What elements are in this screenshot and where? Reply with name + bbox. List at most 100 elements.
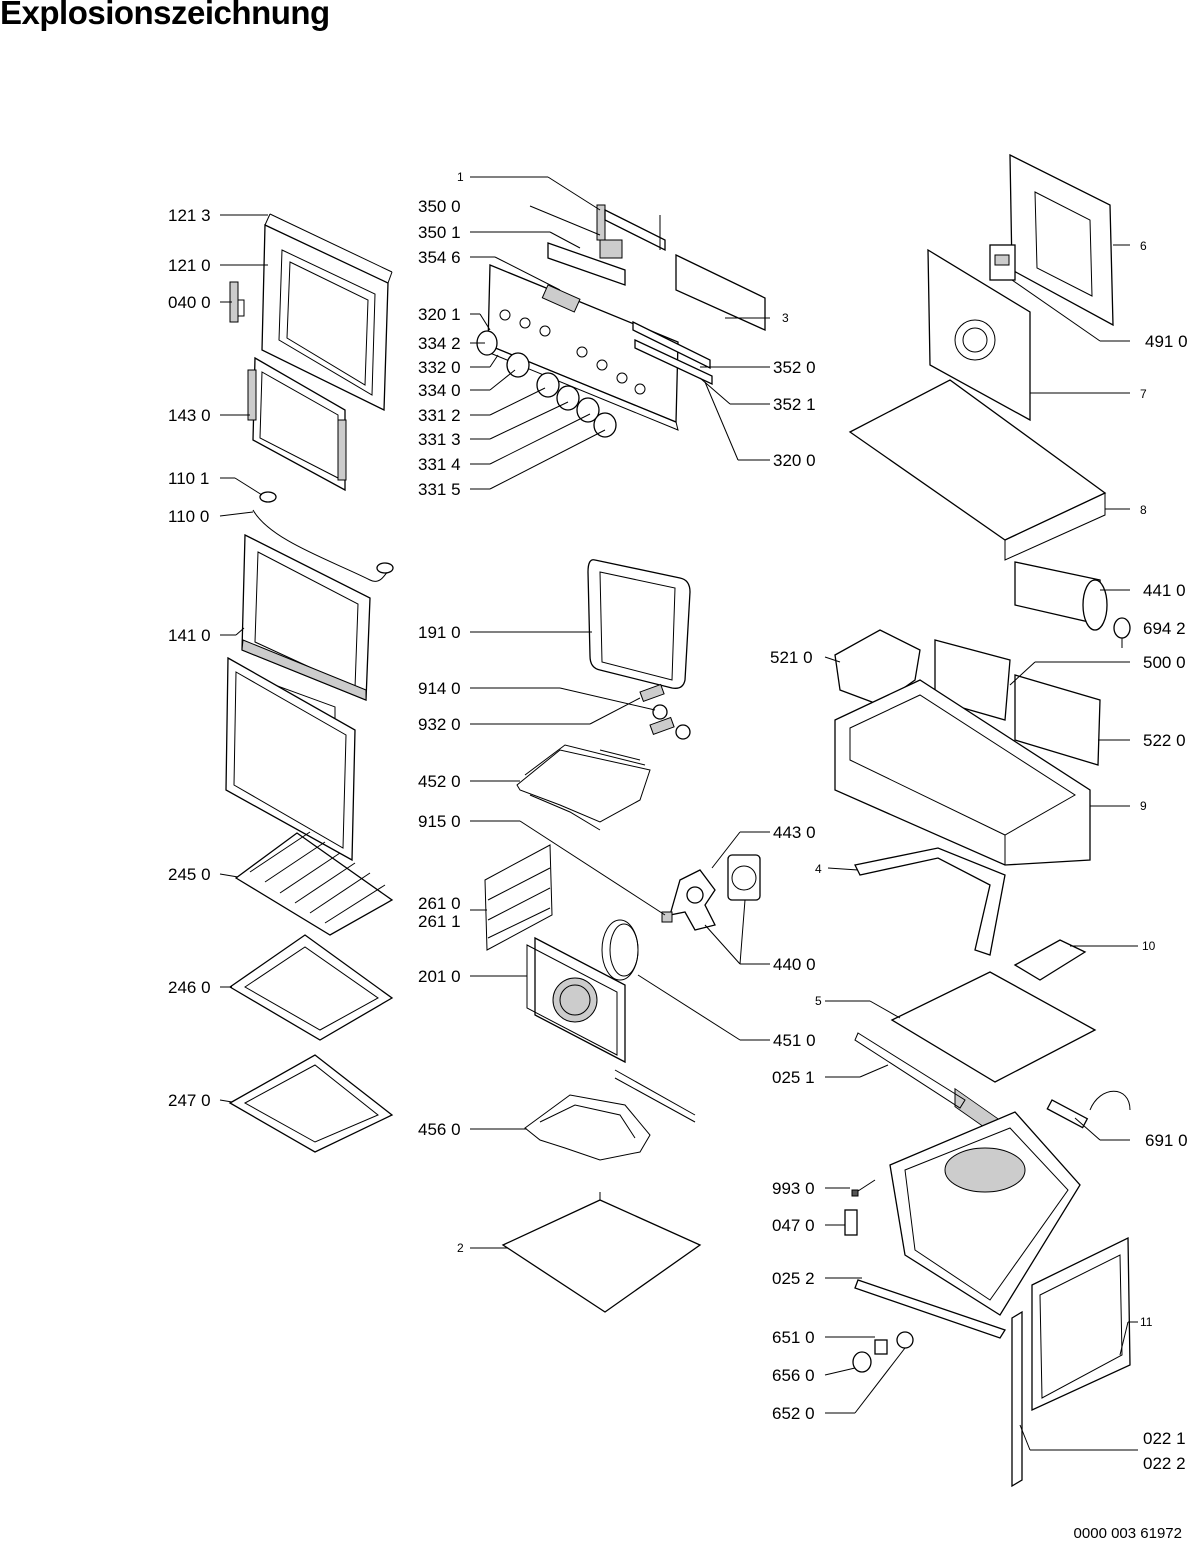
- label-040-0: 040 0: [168, 293, 211, 312]
- ring-element-451: [601, 919, 639, 981]
- label-441-0: 441 0: [1143, 581, 1186, 600]
- label-191-0: 191 0: [418, 623, 461, 642]
- side-panel-11: [1031, 1236, 1131, 1412]
- labels-right: 6 491 0 7 8 441 0 694 2 521 0 500 0 522 …: [770, 239, 1188, 1473]
- bottom-element-456: [524, 1069, 696, 1161]
- label-331-3: 331 3: [418, 430, 461, 449]
- label-320-0: 320 0: [773, 451, 816, 470]
- label-932-0: 932 0: [418, 715, 461, 734]
- rail-022: [1011, 1310, 1023, 1488]
- oven-cavity: [889, 1111, 1081, 1316]
- label-022-2: 022 2: [1143, 1454, 1186, 1473]
- label-500-0: 500 0: [1143, 653, 1186, 672]
- rail-352: [632, 320, 713, 386]
- label-025-2: 025 2: [772, 1269, 815, 1288]
- label-047-0: 047 0: [772, 1216, 815, 1235]
- grill-element-452: [516, 744, 651, 831]
- hinge-040: [229, 281, 245, 323]
- housing-9: [834, 679, 1091, 866]
- label-331-2: 331 2: [418, 406, 461, 425]
- label-334-2: 334 2: [418, 334, 461, 353]
- label-7: 7: [1140, 387, 1147, 401]
- label-651-0: 651 0: [772, 1328, 815, 1347]
- label-914-0: 914 0: [418, 679, 461, 698]
- label-656-0: 656 0: [772, 1366, 815, 1385]
- clip-047: [844, 1209, 858, 1236]
- label-452-0: 452 0: [418, 772, 461, 791]
- label-331-5: 331 5: [418, 480, 461, 499]
- electronics-500-521-522: [834, 629, 1101, 766]
- label-11: 11: [1140, 1315, 1153, 1329]
- label-352-0: 352 0: [773, 358, 816, 377]
- label-110-0: 110 0: [168, 507, 209, 526]
- outer-glass-141: [225, 533, 371, 862]
- bracket-3: [604, 208, 766, 332]
- labels-left: 121 3 121 0 040 0 143 0 110 1 110 0 141 …: [168, 206, 211, 1110]
- document-number: 0000 003 61972: [1073, 1525, 1182, 1542]
- bottom-plate-2: [501, 1192, 702, 1313]
- label-694-2: 694 2: [1143, 619, 1186, 638]
- module-491: [989, 244, 1016, 281]
- label-691-0: 691 0: [1145, 1131, 1188, 1150]
- knobs-331-334: [476, 330, 617, 438]
- springs-932: [639, 683, 691, 740]
- baking-tray-247: [228, 1054, 394, 1153]
- sensor-691: [1046, 1090, 1131, 1129]
- label-451-0: 451 0: [773, 1031, 816, 1050]
- label-143-0: 143 0: [168, 406, 211, 425]
- label-491-0: 491 0: [1145, 332, 1188, 351]
- label-022-1: 022 1: [1143, 1429, 1186, 1448]
- label-3: 3: [782, 311, 789, 325]
- fan-443-440: [661, 854, 761, 931]
- label-261-1: 261 1: [418, 912, 461, 931]
- cavity-gasket-191: [587, 559, 691, 689]
- gasket-110: [252, 491, 394, 582]
- label-246-0: 246 0: [168, 978, 211, 997]
- knob-694: [1113, 617, 1131, 648]
- label-110-1: 110 1: [168, 469, 209, 488]
- plate-5: [854, 971, 1097, 1109]
- page-title: Explosionszeichnung: [0, 0, 330, 31]
- label-332-0: 332 0: [418, 358, 461, 377]
- label-1: 1: [457, 170, 464, 184]
- side-racks-261: [484, 844, 553, 951]
- label-141-0: 141 0: [168, 626, 211, 645]
- door-frame-121: [261, 213, 393, 412]
- baking-tray-246: [228, 934, 394, 1041]
- rail-025-2: [854, 1279, 1006, 1339]
- label-5: 5: [815, 994, 822, 1008]
- label-2: 2: [457, 1241, 464, 1255]
- label-334-0: 334 0: [418, 381, 461, 400]
- rear-wall-7: [927, 248, 1031, 422]
- label-025-1: 025 1: [772, 1068, 815, 1087]
- label-440-0: 440 0: [773, 955, 816, 974]
- knob-651-656-652: [852, 1331, 914, 1373]
- label-121-3: 121 3: [168, 206, 211, 225]
- label-652-0: 652 0: [772, 1404, 815, 1423]
- label-261-0: 261 0: [418, 894, 461, 913]
- screw-993: [851, 1179, 876, 1197]
- label-8: 8: [1140, 503, 1147, 517]
- label-201-0: 201 0: [418, 967, 461, 986]
- wire-shelf-245: [234, 831, 394, 936]
- fan-motor-441: [1014, 561, 1108, 631]
- label-915-0: 915 0: [418, 812, 461, 831]
- fan-cover-201: [526, 936, 626, 1064]
- label-320-1: 320 1: [418, 305, 461, 324]
- leader-lines: [219, 176, 1138, 1451]
- label-121-0: 121 0: [168, 256, 211, 275]
- label-6: 6: [1140, 239, 1147, 253]
- label-245-0: 245 0: [168, 865, 211, 884]
- label-993-0: 993 0: [772, 1179, 815, 1198]
- label-443-0: 443 0: [773, 823, 816, 842]
- label-521-0: 521 0: [770, 648, 813, 667]
- label-352-1: 352 1: [773, 395, 816, 414]
- label-456-0: 456 0: [418, 1120, 461, 1139]
- label-350-0: 350 0: [418, 197, 461, 216]
- label-10: 10: [1142, 939, 1156, 953]
- label-354-6: 354 6: [418, 248, 461, 267]
- bracket-10: [1013, 939, 1087, 981]
- control-panel-320: [487, 264, 679, 431]
- label-522-0: 522 0: [1143, 731, 1186, 750]
